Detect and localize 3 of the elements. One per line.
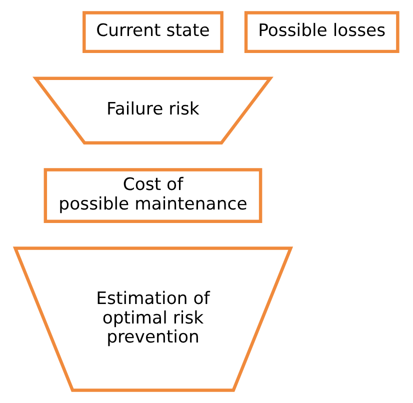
- node-box: Current state: [82, 11, 224, 54]
- node-box: Possible losses: [244, 11, 400, 54]
- node-box: Cost of possible maintenance: [44, 168, 262, 224]
